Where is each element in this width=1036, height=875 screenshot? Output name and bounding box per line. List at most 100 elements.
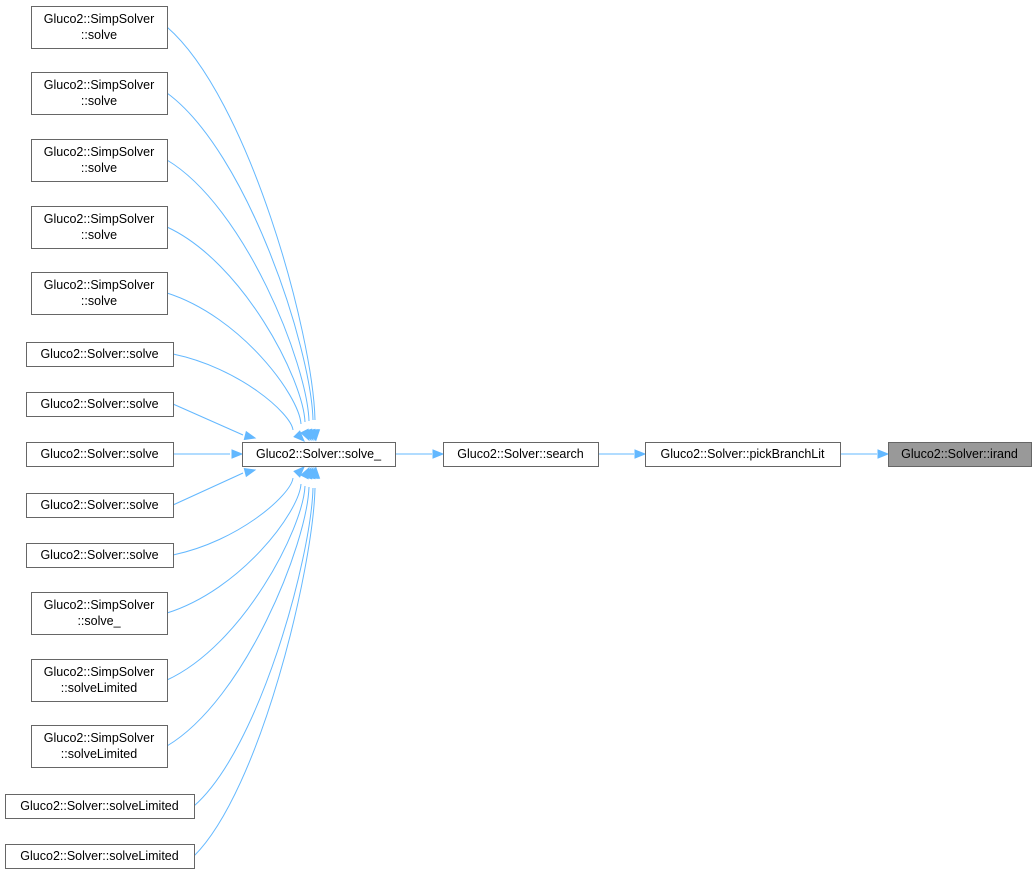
node-box[interactable] (5, 844, 195, 869)
node-gluco2-solver-solve-n6[interactable]: Gluco2::Solver::solve (26, 342, 174, 367)
node-gluco2-solver-solve-n10[interactable]: Gluco2::Solver::solve (26, 543, 174, 568)
node-gluco2-solver-solve-n8[interactable]: Gluco2::Solver::solve (26, 442, 174, 467)
node-box[interactable] (645, 442, 841, 467)
node-label: Gluco2::SimpSolver (44, 145, 154, 159)
node-box (888, 442, 1032, 467)
edge-n13-to-solve_ (166, 466, 316, 747)
edge-n3-to-solve_ (166, 159, 316, 442)
node-label: ::solve (81, 228, 117, 242)
nodes-layer: Gluco2::SimpSolver::solveGluco2::SimpSol… (5, 6, 1032, 869)
node-label: Gluco2::Solver::solve_ (256, 447, 382, 461)
edge-n5-to-solve_-arrowhead (300, 428, 310, 442)
edge-search-to-pick-arrowhead (634, 449, 647, 459)
node-gluco2-simpsolver-solve-n5[interactable]: Gluco2::SimpSolver::solve (31, 272, 168, 315)
edge-solve_-to-search-arrowhead (432, 449, 445, 459)
node-label: ::solve (81, 294, 117, 308)
node-label: Gluco2::SimpSolver (44, 731, 154, 745)
node-box[interactable] (26, 493, 174, 518)
node-box[interactable] (31, 659, 168, 702)
edge-n10-to-solve_-arrowhead (293, 466, 305, 478)
node-gluco2-solver-solve-solve_[interactable]: Gluco2::Solver::solve_ (242, 442, 396, 467)
node-gluco2-solver-irand-irand: Gluco2::Solver::irand (888, 442, 1032, 467)
node-gluco2-solver-solvelimited-n14[interactable]: Gluco2::Solver::solveLimited (5, 794, 195, 819)
node-box[interactable] (31, 6, 168, 49)
node-label: Gluco2::Solver::solve (40, 347, 158, 361)
node-box[interactable] (31, 206, 168, 249)
edge-pick-to-irand-arrowhead (877, 449, 890, 459)
node-label: ::solve (81, 94, 117, 108)
node-label: Gluco2::Solver::solveLimited (20, 849, 178, 863)
edge-n7-to-solve_-arrowhead (243, 430, 257, 441)
node-gluco2-solver-search-search[interactable]: Gluco2::Solver::search (443, 442, 599, 467)
node-gluco2-simpsolver-solvelimited-n12[interactable]: Gluco2::SimpSolver::solveLimited (31, 659, 168, 702)
node-label: ::solve (81, 28, 117, 42)
edge-n9-to-solve_-line (172, 472, 244, 506)
edge-n6-to-solve_-line (172, 353, 294, 431)
edge-n9-to-solve_ (172, 467, 257, 506)
node-box[interactable] (31, 592, 168, 635)
node-label: Gluco2::SimpSolver (44, 278, 154, 292)
node-label: Gluco2::Solver::irand (901, 447, 1018, 461)
node-box[interactable] (5, 794, 195, 819)
edge-search-to-pick (598, 449, 647, 459)
node-box[interactable] (31, 72, 168, 115)
node-box[interactable] (31, 272, 168, 315)
node-box[interactable] (26, 342, 174, 367)
edge-n6-to-solve_ (172, 353, 305, 442)
edge-n12-to-solve_ (166, 466, 313, 681)
edge-pick-to-irand (840, 449, 890, 459)
node-label: Gluco2::Solver::pickBranchLit (661, 447, 825, 461)
edge-n10-to-solve_ (172, 466, 305, 556)
node-box[interactable] (31, 725, 168, 768)
node-label: Gluco2::Solver::solve (40, 548, 158, 562)
edge-n14-to-solve_-line (193, 487, 314, 807)
node-label: Gluco2::SimpSolver (44, 665, 154, 679)
edge-n8-to-solve_ (173, 449, 244, 459)
edge-n13-to-solve_-line (166, 486, 310, 747)
node-label: Gluco2::Solver::solve (40, 498, 158, 512)
node-gluco2-solver-solvelimited-n15[interactable]: Gluco2::Solver::solveLimited (5, 844, 195, 869)
edge-n1-to-solve_-line (166, 26, 316, 421)
node-gluco2-simpsolver-solve-n11[interactable]: Gluco2::SimpSolver::solve_ (31, 592, 168, 635)
node-box[interactable] (26, 442, 174, 467)
edge-n12-to-solve_-line (166, 485, 306, 681)
edge-solve_-to-search (395, 449, 445, 459)
node-gluco2-simpsolver-solve-n3[interactable]: Gluco2::SimpSolver::solve (31, 139, 168, 182)
node-gluco2-simpsolver-solvelimited-n13[interactable]: Gluco2::SimpSolver::solveLimited (31, 725, 168, 768)
edge-n7-to-solve_ (172, 403, 257, 441)
node-label: ::solveLimited (61, 681, 137, 695)
edge-n3-to-solve_-line (166, 159, 310, 422)
node-label: Gluco2::Solver::solve (40, 397, 158, 411)
edge-n4-to-solve_ (166, 226, 313, 442)
edge-n8-to-solve_-arrowhead (231, 449, 244, 459)
node-label: ::solve_ (77, 614, 121, 628)
node-gluco2-simpsolver-solve-n1[interactable]: Gluco2::SimpSolver::solve (31, 6, 168, 49)
node-gluco2-solver-pickbranchlit-pick[interactable]: Gluco2::Solver::pickBranchLit (645, 442, 841, 467)
node-label: Gluco2::SimpSolver (44, 212, 154, 226)
edge-n6-to-solve_-arrowhead (293, 430, 305, 442)
node-gluco2-solver-solve-n9[interactable]: Gluco2::Solver::solve (26, 493, 174, 518)
node-box[interactable] (26, 543, 174, 568)
edge-n11-to-solve_-line (166, 483, 302, 614)
node-label: Gluco2::SimpSolver (44, 598, 154, 612)
edge-n2-to-solve_-line (166, 92, 314, 421)
edge-n9-to-solve_-arrowhead (243, 467, 257, 478)
node-label: Gluco2::Solver::search (457, 447, 583, 461)
node-box[interactable] (443, 442, 599, 467)
edge-n4-to-solve_-line (166, 226, 306, 423)
node-gluco2-solver-solve-n7[interactable]: Gluco2::Solver::solve (26, 392, 174, 417)
node-label: Gluco2::Solver::solve (40, 447, 158, 461)
edge-n7-to-solve_-line (172, 403, 244, 436)
node-label: Gluco2::SimpSolver (44, 12, 154, 26)
node-gluco2-simpsolver-solve-n2[interactable]: Gluco2::SimpSolver::solve (31, 72, 168, 115)
node-box[interactable] (26, 392, 174, 417)
node-box[interactable] (242, 442, 396, 467)
edge-n15-to-solve_-line (193, 487, 316, 857)
edge-n15-to-solve_-arrowhead (310, 466, 321, 479)
node-box[interactable] (31, 139, 168, 182)
edge-n10-to-solve_-line (172, 477, 294, 556)
edge-n15-to-solve_ (193, 466, 321, 857)
node-gluco2-simpsolver-solve-n4[interactable]: Gluco2::SimpSolver::solve (31, 206, 168, 249)
node-label: Gluco2::Solver::solveLimited (20, 799, 178, 813)
